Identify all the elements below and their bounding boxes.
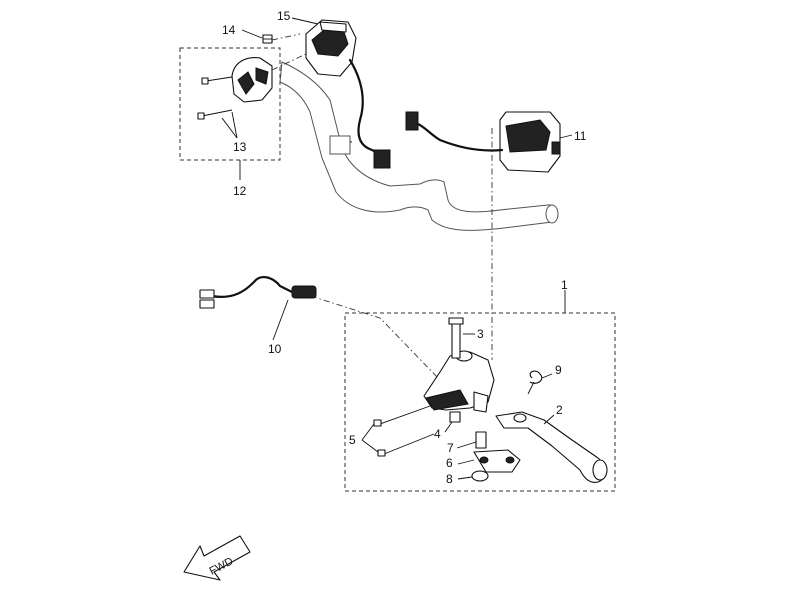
lever-bracket — [423, 350, 495, 413]
label-3: 3 — [477, 327, 484, 341]
brake-switch-cable — [199, 276, 317, 309]
right-switch — [499, 111, 561, 173]
washer-8 — [471, 470, 489, 482]
collar-7 — [475, 431, 487, 449]
label-7: 7 — [447, 441, 454, 455]
fwd-arrow: FWD — [183, 535, 251, 581]
handlebar — [279, 61, 559, 231]
label-9: 9 — [555, 363, 562, 377]
group-box-12 — [179, 47, 281, 161]
label-8: 8 — [446, 472, 453, 486]
right-switch-wire — [416, 122, 504, 152]
label-12: 12 — [233, 184, 247, 198]
label-5: 5 — [349, 433, 356, 447]
bolt-3 — [448, 317, 464, 359]
nut-4 — [449, 411, 461, 423]
label-6: 6 — [446, 456, 453, 470]
left-switch-housing — [305, 19, 357, 77]
label-2: 2 — [556, 403, 563, 417]
right-switch-connector — [405, 111, 419, 131]
label-10: 10 — [268, 342, 282, 356]
switch-cover — [231, 57, 273, 103]
spring-9 — [527, 370, 543, 395]
switch-connector — [373, 149, 391, 169]
brake-lever — [495, 411, 608, 483]
label-15: 15 — [277, 9, 291, 23]
screw-13b — [197, 109, 233, 120]
screw-14 — [262, 34, 273, 44]
label-14: 14 — [222, 23, 236, 37]
group-box-1 — [344, 312, 616, 492]
screw-13a — [201, 76, 233, 85]
label-4: 4 — [434, 427, 441, 441]
label-13: 13 — [233, 140, 247, 154]
screws-5 — [373, 405, 435, 457]
pivot-plate-6 — [473, 449, 521, 473]
switch-wire — [348, 58, 382, 156]
label-1: 1 — [561, 278, 568, 292]
label-11: 11 — [574, 129, 587, 143]
